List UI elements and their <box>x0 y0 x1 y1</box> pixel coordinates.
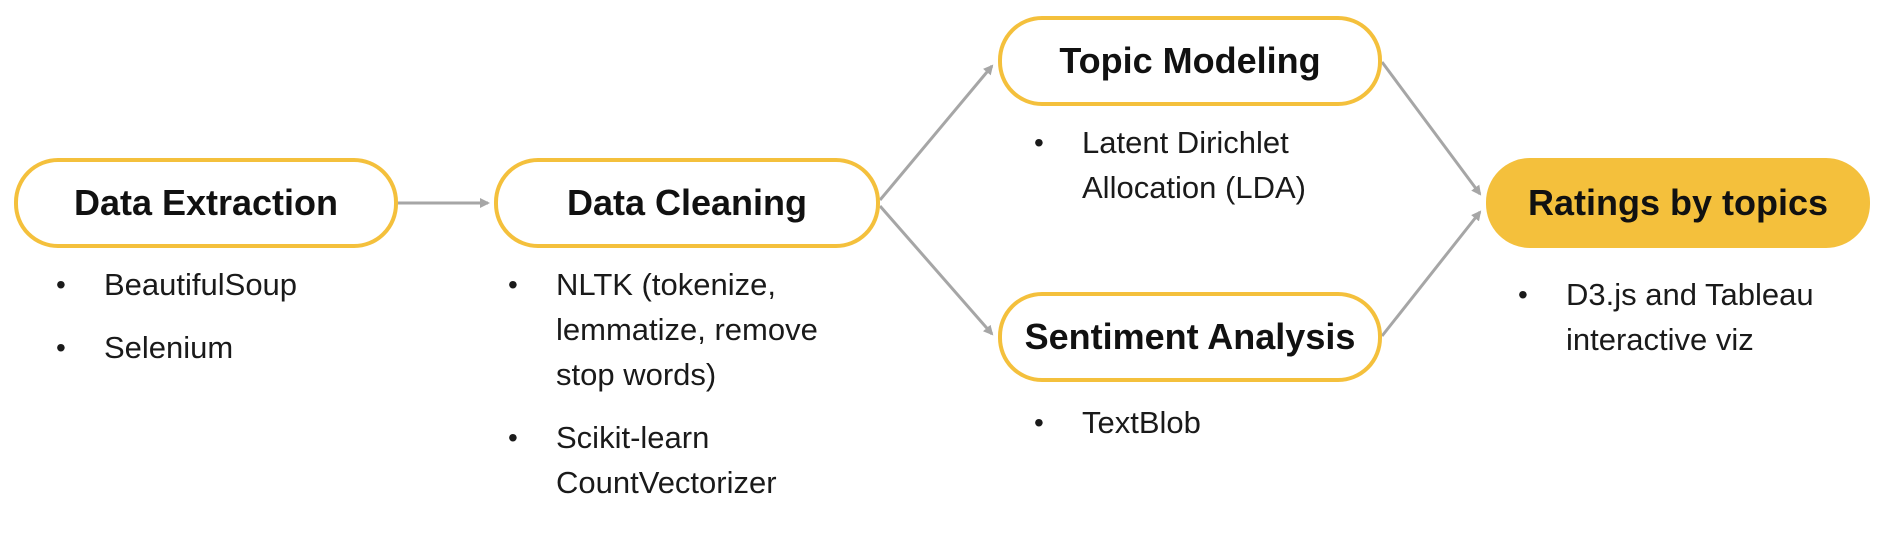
bullets-ratings-by-topics: D3.js and Tableau interactive viz <box>1518 272 1848 380</box>
bullets-data-extraction: BeautifulSoup Selenium <box>56 262 376 388</box>
node-topic-modeling: Topic Modeling <box>998 16 1382 106</box>
arrow-topic-to-ratings <box>1380 61 1482 196</box>
bullets-sentiment-analysis: TextBlob <box>1034 400 1354 463</box>
node-data-extraction: Data Extraction <box>14 158 398 248</box>
node-ratings-by-topics: Ratings by topics <box>1486 158 1870 248</box>
bullet-beautifulsoup: BeautifulSoup <box>56 262 376 307</box>
bullet-lda: Latent Dirichlet Allocation (LDA) <box>1034 120 1354 210</box>
bullet-scikit-learn: Scikit-learn CountVectorizer <box>508 415 848 505</box>
bullet-selenium: Selenium <box>56 325 376 370</box>
arrow-cleaning-to-topic <box>878 64 994 201</box>
bullet-textblob: TextBlob <box>1034 400 1354 445</box>
bullet-nltk: NLTK (tokenize, lemmatize, remove stop w… <box>508 262 848 397</box>
node-data-cleaning: Data Cleaning <box>494 158 880 248</box>
bullets-data-cleaning: NLTK (tokenize, lemmatize, remove stop w… <box>508 262 848 523</box>
bullets-topic-modeling: Latent Dirichlet Allocation (LDA) <box>1034 120 1354 228</box>
bullet-d3-tableau: D3.js and Tableau interactive viz <box>1518 272 1848 362</box>
node-sentiment-analysis: Sentiment Analysis <box>998 292 1382 382</box>
arrow-sentiment-to-ratings <box>1380 210 1482 337</box>
arrow-cleaning-to-sentiment <box>878 205 994 336</box>
